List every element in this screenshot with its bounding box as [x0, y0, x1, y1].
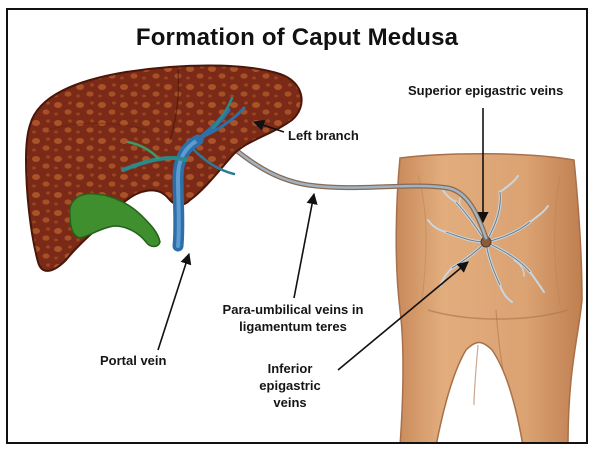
label-para-umbilical-line2: ligamentum teres: [208, 318, 378, 335]
figure-frame: Formation of Caput Medusa Superior epiga…: [6, 8, 588, 444]
label-left-branch: Left branch: [288, 127, 359, 144]
label-portal-vein: Portal vein: [100, 352, 166, 369]
label-inferior-epigastric-veins: Inferior epigastric veins: [240, 360, 340, 411]
label-inferior-line2: epigastric: [240, 377, 340, 394]
label-superior-epigastric-veins: Superior epigastric veins: [408, 82, 563, 99]
label-para-umbilical-veins: Para-umbilical veins in ligamentum teres: [208, 301, 378, 335]
label-para-umbilical-line1: Para-umbilical veins in: [208, 301, 378, 318]
label-inferior-line1: Inferior: [240, 360, 340, 377]
label-inferior-line3: veins: [240, 394, 340, 411]
paraumbilical-arrow: [294, 194, 314, 298]
portal-vein-arrow: [158, 254, 189, 350]
diagram-title: Formation of Caput Medusa: [8, 24, 586, 52]
